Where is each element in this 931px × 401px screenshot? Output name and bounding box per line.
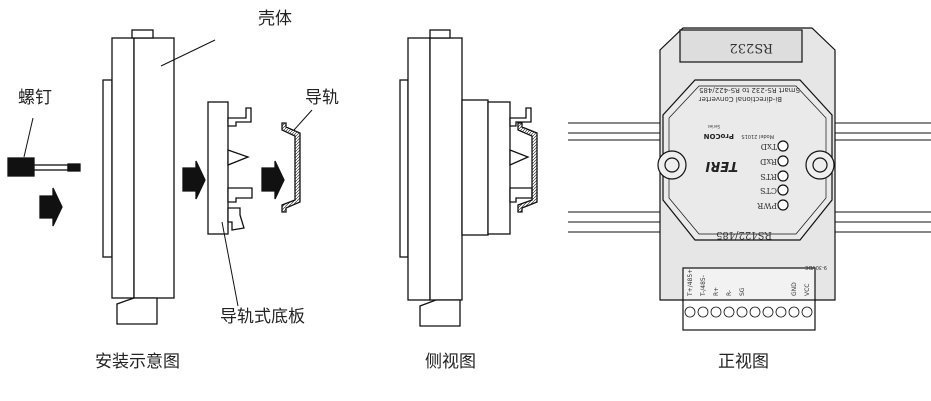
terminal-tminus: T-/485-	[700, 275, 707, 297]
power-label: 9-30VDC	[804, 264, 827, 270]
side-view-drawing	[399, 29, 538, 327]
terminal-gnd: GND	[791, 282, 798, 296]
terminal-sg: SG	[739, 287, 746, 296]
terminal-rplus: R+	[713, 287, 720, 296]
screw-icon	[7, 117, 81, 177]
rs485-port-label: RS422/485	[716, 229, 772, 240]
converter-device	[657, 27, 836, 331]
terminal-vcc: VCC	[804, 284, 811, 296]
front-view-caption: 正视图	[718, 352, 769, 372]
terminal-tplus: T+/485+	[687, 269, 694, 297]
led-rts: RTS	[760, 172, 777, 181]
din-rail-profile	[281, 109, 313, 213]
brand-label: ProCON	[704, 132, 734, 140]
model-label: Model 2101S	[742, 133, 775, 139]
rs232-port-label: RS232	[729, 40, 773, 55]
product-line2: Bi-directional Converter	[699, 95, 782, 103]
terminal-rminus: R-	[726, 290, 733, 296]
series-label: Series	[708, 124, 720, 129]
install-caption: 安装示意图	[95, 352, 180, 372]
led-cts: CTS	[760, 186, 777, 195]
led-rxd: RxD	[760, 157, 777, 166]
led-pwr: PWR	[756, 201, 777, 210]
screw-label: 螺钉	[18, 88, 52, 108]
side-view-caption: 侧视图	[425, 352, 476, 372]
product-line1: Smart RS-232 to RS-422/485	[699, 86, 800, 94]
housing-drawing	[102, 29, 216, 325]
teri-logo: TERI	[705, 158, 738, 173]
housing-label: 壳体	[258, 9, 292, 29]
rail-label: 导轨	[305, 88, 339, 108]
arrow-icons	[39, 160, 285, 227]
rail-base-label: 导轨式底板	[220, 307, 305, 327]
led-txd: TxD	[761, 142, 777, 151]
rail-base-drawing	[207, 101, 253, 307]
